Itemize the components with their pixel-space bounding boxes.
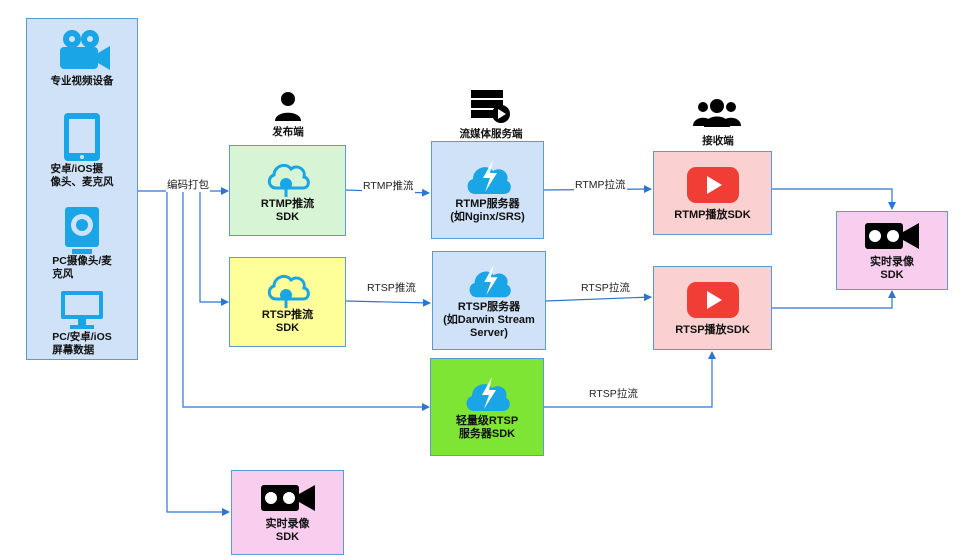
node-record-sdk-right: 实时录像 SDK (836, 211, 948, 290)
cloud-push-icon (267, 163, 310, 197)
source-label: 安卓/iOS摄 像头、麦克风 (50, 163, 114, 188)
node-label: RTSP播放SDK (675, 323, 750, 336)
edge-rtmp-player-to-record (772, 188, 896, 210)
source-label: PC摄像头/麦 克风 (52, 255, 112, 280)
play-button-icon (686, 281, 739, 318)
person-icon (275, 92, 301, 121)
source-label: 专业视频设备 (50, 75, 114, 87)
caption-receiver: 接收端 (702, 135, 734, 147)
node-label: RTMP服务器 (如Nginx/SRS) (450, 198, 525, 223)
source-item-screen: PC/安卓/iOS 屏幕数据 (27, 289, 137, 357)
node-rtsp-push-sdk: RTSP推流 SDK (229, 257, 346, 347)
source-devices-panel: 专业视频设备 安卓/iOS摄 像头、麦克风 PC摄像头/麦 克风 PC/安卓/i… (26, 18, 138, 360)
node-label: 实时录像 SDK (265, 517, 310, 543)
edge-rtsp-push-to-server (345, 298, 431, 307)
edge-encode-to-light-rtsp (182, 191, 430, 411)
monitor-icon (61, 291, 103, 329)
video-camera-icon (60, 30, 110, 70)
source-item-pc-webcam: PC摄像头/麦 克风 (27, 205, 137, 281)
node-label: RTMP推流 SDK (260, 197, 315, 223)
node-label: RTMP播放SDK (674, 208, 751, 221)
cloud-lightning-icon (469, 264, 511, 298)
edge-encode-to-rtsp-push (199, 191, 229, 306)
tablet-icon (64, 113, 100, 161)
edge-rtsp-server-to-player (545, 293, 652, 302)
source-item-mobile: 安卓/iOS摄 像头、麦克风 (27, 111, 137, 189)
edge-label-encode: 编码打包 (166, 177, 210, 192)
node-rtmp-push-sdk: RTMP推流 SDK (229, 145, 346, 236)
caption-publisher: 发布端 (272, 126, 304, 138)
edge-encode-to-record-bottom (166, 191, 230, 516)
node-light-rtsp-server-sdk: 轻量级RTSP 服务器SDK (430, 358, 544, 456)
edge-label-rtmp-push: RTMP推流 (362, 178, 415, 193)
camera-record-icon (260, 484, 315, 511)
source-label: PC/安卓/iOS 屏幕数据 (52, 331, 112, 356)
node-rtsp-player-sdk: RTSP播放SDK (653, 266, 772, 350)
caption-server: 流媒体服务端 (459, 128, 523, 140)
play-button-icon (686, 166, 739, 203)
node-label: RTSP推流 SDK (261, 309, 314, 334)
edge-rtsp-player-to-record (772, 290, 896, 309)
edge-label-rtsp-pull: RTSP拉流 (580, 280, 631, 295)
cloud-lightning-icon (467, 160, 511, 194)
webcam-icon (65, 207, 99, 254)
node-label: RTSP服务器 (如Darwin Stream Server) (443, 301, 535, 339)
node-rtmp-player-sdk: RTMP播放SDK (653, 151, 772, 235)
node-rtsp-server: RTSP服务器 (如Darwin Stream Server) (432, 251, 546, 350)
edge-label-rtsp-push: RTSP推流 (366, 280, 417, 295)
camera-record-icon (865, 222, 919, 249)
source-item-pro-video: 专业视频设备 (27, 27, 137, 88)
edge-label-rtsp-pull-light: RTSP拉流 (588, 386, 639, 401)
node-label: 轻量级RTSP 服务器SDK (455, 415, 519, 440)
users-group-icon (693, 99, 741, 127)
media-server-icon (471, 90, 510, 123)
cloud-push-icon (267, 274, 310, 308)
cloud-lightning-icon (466, 377, 510, 411)
node-label: 实时录像 SDK (870, 255, 914, 281)
node-rtmp-server: RTMP服务器 (如Nginx/SRS) (431, 141, 544, 239)
node-record-sdk-bottom: 实时录像 SDK (231, 470, 344, 555)
edge-light-to-rtsp-player (544, 351, 716, 408)
edge-label-rtmp-pull: RTMP拉流 (574, 177, 627, 192)
